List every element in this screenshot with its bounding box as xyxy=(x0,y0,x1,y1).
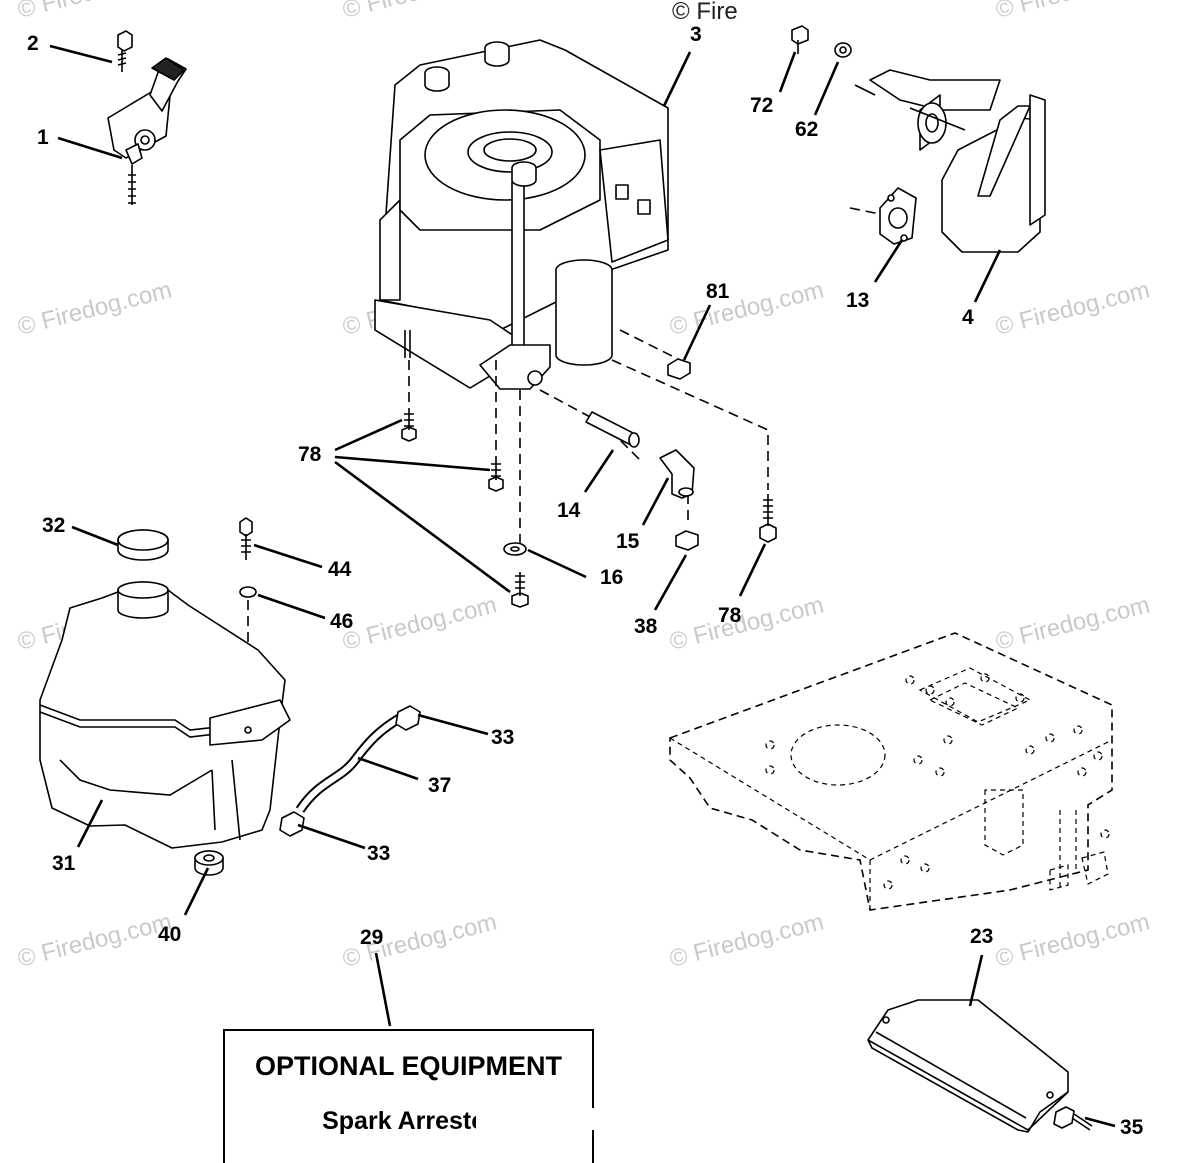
note-title: OPTIONAL EQUIPMENT xyxy=(254,1051,563,1081)
watermark: © Firedog.com xyxy=(667,591,827,655)
throttle-control-part xyxy=(107,30,187,205)
fittings-hardware xyxy=(401,410,777,608)
callout-78: 78 xyxy=(298,443,322,466)
fuel-tank-part xyxy=(39,517,291,849)
engine-part xyxy=(374,39,669,390)
watermark: © Firedog.com xyxy=(15,276,175,340)
watermark: © Firedog.com xyxy=(340,591,500,655)
frame-plate-reference xyxy=(669,632,1113,911)
callout-33: 33 xyxy=(367,842,390,865)
watermark: © Firedog.com xyxy=(340,0,500,24)
callout-13: 13 xyxy=(846,289,869,312)
callout-15: 15 xyxy=(616,530,640,553)
callout-4: 4 xyxy=(962,306,974,329)
watermark: © Firedog.com xyxy=(993,276,1153,340)
watermark-top: © Fire xyxy=(672,0,738,25)
leader-lines xyxy=(49,44,1116,1128)
callout-62: 62 xyxy=(795,118,818,141)
note-subtitle: Spark Arrester xyxy=(322,1107,495,1135)
callout-3: 3 xyxy=(690,23,702,46)
muffler-part xyxy=(667,25,1046,380)
callout-labels: 2 1 3 72 62 13 4 81 78 14 15 16 38 78 32… xyxy=(27,23,1144,1139)
note-cutoff-mask xyxy=(476,1108,606,1130)
optional-equipment-note: OPTIONAL EQUIPMENT Spark Arrester xyxy=(223,1029,594,1163)
bracket-plate-part xyxy=(867,999,1093,1133)
watermark: © Firedog.com xyxy=(15,908,175,972)
callout-2: 2 xyxy=(27,32,39,55)
callout-1: 1 xyxy=(37,126,49,149)
callout-14: 14 xyxy=(557,499,581,522)
callout-81: 81 xyxy=(706,280,730,303)
callout-72: 72 xyxy=(750,94,773,117)
watermark: © Firedog.com xyxy=(15,0,175,24)
callout-33: 33 xyxy=(491,726,514,749)
callout-16: 16 xyxy=(600,566,623,589)
watermark: © Firedog.com xyxy=(993,0,1153,24)
callout-31: 31 xyxy=(52,852,76,875)
callout-46: 46 xyxy=(330,610,353,633)
watermark: © Firedog.com xyxy=(993,591,1153,655)
fuel-line-part xyxy=(194,705,421,876)
callout-23: 23 xyxy=(970,925,993,948)
watermark: © Firedog.com xyxy=(993,908,1153,972)
callout-35: 35 xyxy=(1120,1116,1144,1139)
watermark: © Firedog.com xyxy=(667,908,827,972)
callout-37: 37 xyxy=(428,774,451,797)
callout-32: 32 xyxy=(42,514,65,537)
callout-78: 78 xyxy=(718,604,742,627)
callout-38: 38 xyxy=(634,615,658,638)
watermark: © Firedog.com xyxy=(667,276,827,340)
callout-44: 44 xyxy=(328,558,352,581)
callout-40: 40 xyxy=(158,923,181,946)
callout-29: 29 xyxy=(360,926,383,949)
